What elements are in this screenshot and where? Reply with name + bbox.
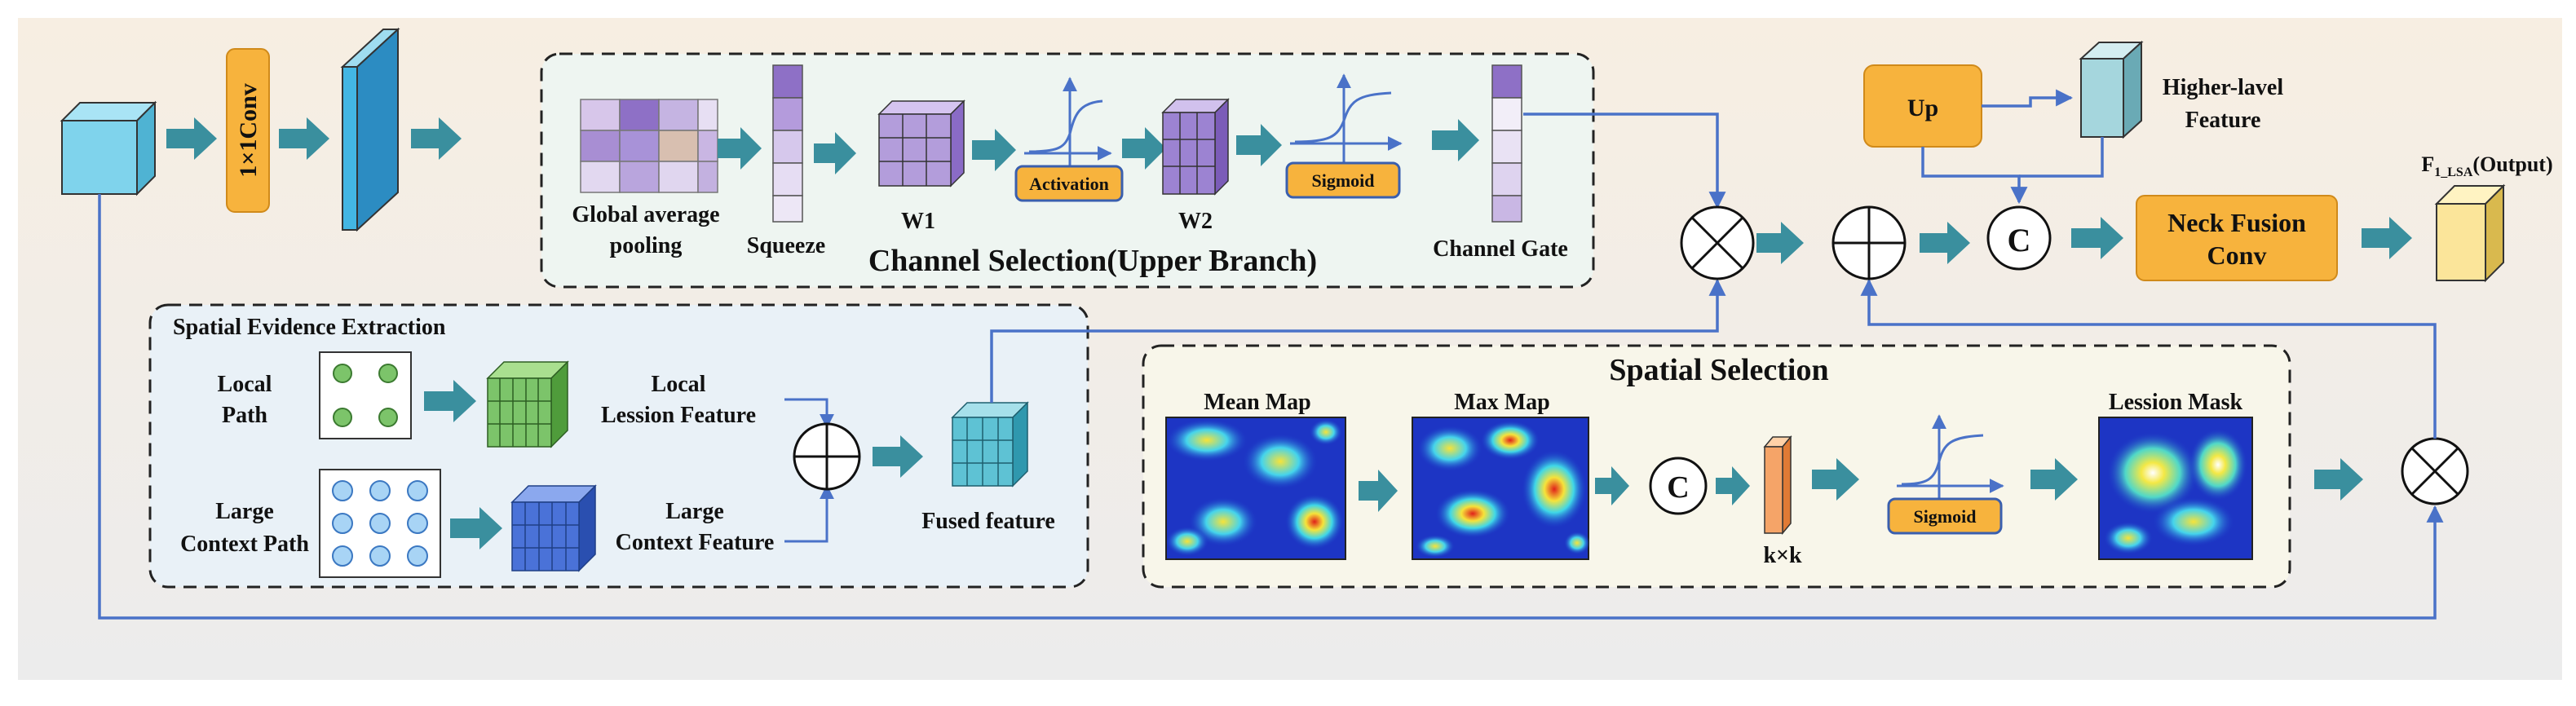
- branch-merge-lines: [784, 398, 834, 543]
- concat-icon-spatial: C: [1649, 457, 1708, 515]
- large-feature-line1: Large: [665, 499, 724, 524]
- higher-feature-line1: Higher-lavel: [2163, 75, 2283, 100]
- up-connection-lines: [1921, 89, 2104, 205]
- local-path-line2: Path: [222, 403, 267, 428]
- activation-badge: Activation: [1014, 165, 1124, 202]
- gap-label-line2: pooling: [610, 233, 683, 258]
- spatial-extraction-title: Spatial Evidence Extraction: [173, 315, 446, 340]
- channel-gate-vector: [1491, 64, 1522, 223]
- local-feature-line1: Local: [652, 372, 706, 397]
- channel-branch-title: Channel Selection(Upper Branch): [868, 244, 1317, 278]
- mean-map-label: Mean Map: [1204, 390, 1310, 415]
- arrow-local-path: [424, 380, 476, 422]
- arrow-large-path: [450, 507, 502, 549]
- large-context-cube: [510, 484, 597, 572]
- large-path-line1: Large: [215, 499, 274, 524]
- sum-icon-fusion: [1831, 205, 1907, 280]
- fused-feature-cube: [951, 401, 1029, 488]
- sigmoid-badge-upper: Sigmoid: [1285, 161, 1401, 199]
- arrow-sigmoid-to-mask: [2030, 458, 2078, 501]
- arrow-multiply-to-sum: [1756, 222, 1804, 264]
- arrow-activation-to-w2: [1122, 127, 1166, 170]
- arrow-kernel-to-sigmoid: [1812, 458, 1859, 501]
- arrow-max-to-concat: [1595, 466, 1629, 505]
- arrow-concat-to-neck: [2071, 217, 2123, 259]
- spatial-selection-title: Spatial Selection: [1609, 353, 1828, 387]
- arrow-sum-to-concat: [1920, 222, 1970, 264]
- local-lesion-cube: [486, 360, 569, 448]
- conv-output-slab: [340, 27, 400, 232]
- large-path-line2: Context Path: [180, 532, 309, 557]
- lesion-mask-label: Lession Mask: [2109, 390, 2243, 415]
- higher-feature-line2: Feature: [2185, 108, 2261, 133]
- arrow-concat-to-kernel: [1716, 466, 1750, 505]
- up-box: Up: [1863, 64, 1982, 148]
- activation-label: Activation: [1029, 174, 1109, 194]
- large-feature-line2: Context Feature: [616, 530, 775, 555]
- fused-feature-label: Fused feature: [921, 509, 1055, 534]
- output-label-subscript: 1_LSA: [2434, 165, 2473, 179]
- arrow-mean-to-max: [1359, 470, 1398, 512]
- input-feature-cube: [60, 100, 157, 196]
- local-feature-line2: Lession Feature: [601, 403, 756, 428]
- multiply-icon-channel: [1680, 205, 1755, 280]
- sigmoid-curve-icon: [1290, 73, 1403, 173]
- output-label-f: F: [2421, 152, 2434, 176]
- channel-gate-label: Channel Gate: [1433, 236, 1568, 262]
- neck-fusion-line1: Neck Fusion: [2167, 208, 2306, 237]
- output-label-suffix: (Output): [2472, 152, 2552, 176]
- concat-symbol-fusion: C: [2008, 222, 2031, 258]
- kxk-conv-slab: [1763, 435, 1792, 536]
- output-feature-cube: [2434, 183, 2506, 283]
- mean-map-heatmap: [1165, 417, 1346, 560]
- sigmoid-badge-spatial: Sigmoid: [1887, 497, 2003, 535]
- gap-grid: [580, 99, 718, 193]
- squeeze-vector: [772, 64, 803, 223]
- conv1x1-box: 1×1Conv: [226, 48, 270, 213]
- max-map-heatmap: [1412, 417, 1590, 560]
- w1-label: W1: [901, 209, 935, 234]
- sum-icon-spatial: [793, 422, 861, 491]
- higher-feature-cube: [2079, 40, 2144, 139]
- skip-connection-lines: [98, 113, 2444, 620]
- sigmoid-label-upper: Sigmoid: [1311, 170, 1374, 191]
- arrow-w2-to-sigmoid: [1236, 124, 1282, 166]
- kxk-label: k×k: [1763, 543, 1802, 568]
- neck-fusion-line2: Conv: [2207, 240, 2267, 270]
- arrow-gap-to-squeeze: [718, 127, 762, 170]
- up-label: Up: [1907, 95, 1938, 121]
- multiply-icon-spatial: [2401, 437, 2469, 505]
- w2-label: W2: [1178, 209, 1213, 234]
- concat-icon-fusion: C: [1986, 205, 2052, 271]
- concat-symbol-spatial: C: [1667, 470, 1689, 505]
- large-context-kernel: [319, 469, 441, 578]
- lesion-mask-heatmap: [2098, 417, 2253, 560]
- arrow-sigmoid-to-gate: [1432, 119, 1479, 161]
- output-label: F1_LSA(Output): [2421, 152, 2552, 179]
- arrow-w1-to-activation: [972, 129, 1016, 171]
- arrow-conv-to-feature: [279, 117, 329, 160]
- w1-cube: [877, 99, 965, 188]
- local-path-line1: Local: [218, 372, 272, 397]
- conv1x1-label: 1×1Conv: [235, 83, 262, 177]
- arrow-input-to-conv: [166, 117, 217, 160]
- local-path-kernel: [319, 351, 412, 439]
- gap-label-line1: Global average: [572, 202, 719, 227]
- neck-fusion-conv-box: Neck Fusion Conv: [2136, 195, 2338, 281]
- arrow-squeeze-to-w1: [814, 132, 856, 174]
- sigmoid-label-spatial: Sigmoid: [1913, 506, 1976, 527]
- w2-cube: [1161, 98, 1230, 196]
- arrow-sum-to-fused: [873, 435, 923, 478]
- squeeze-label: Squeeze: [747, 233, 825, 258]
- max-map-label: Max Map: [1454, 390, 1549, 415]
- sigmoid-curve-icon-spatial: [1897, 414, 2004, 504]
- arrow-mask-out: [2314, 458, 2363, 501]
- arrow-feature-out: [411, 117, 462, 160]
- arrow-neck-to-output: [2362, 217, 2412, 259]
